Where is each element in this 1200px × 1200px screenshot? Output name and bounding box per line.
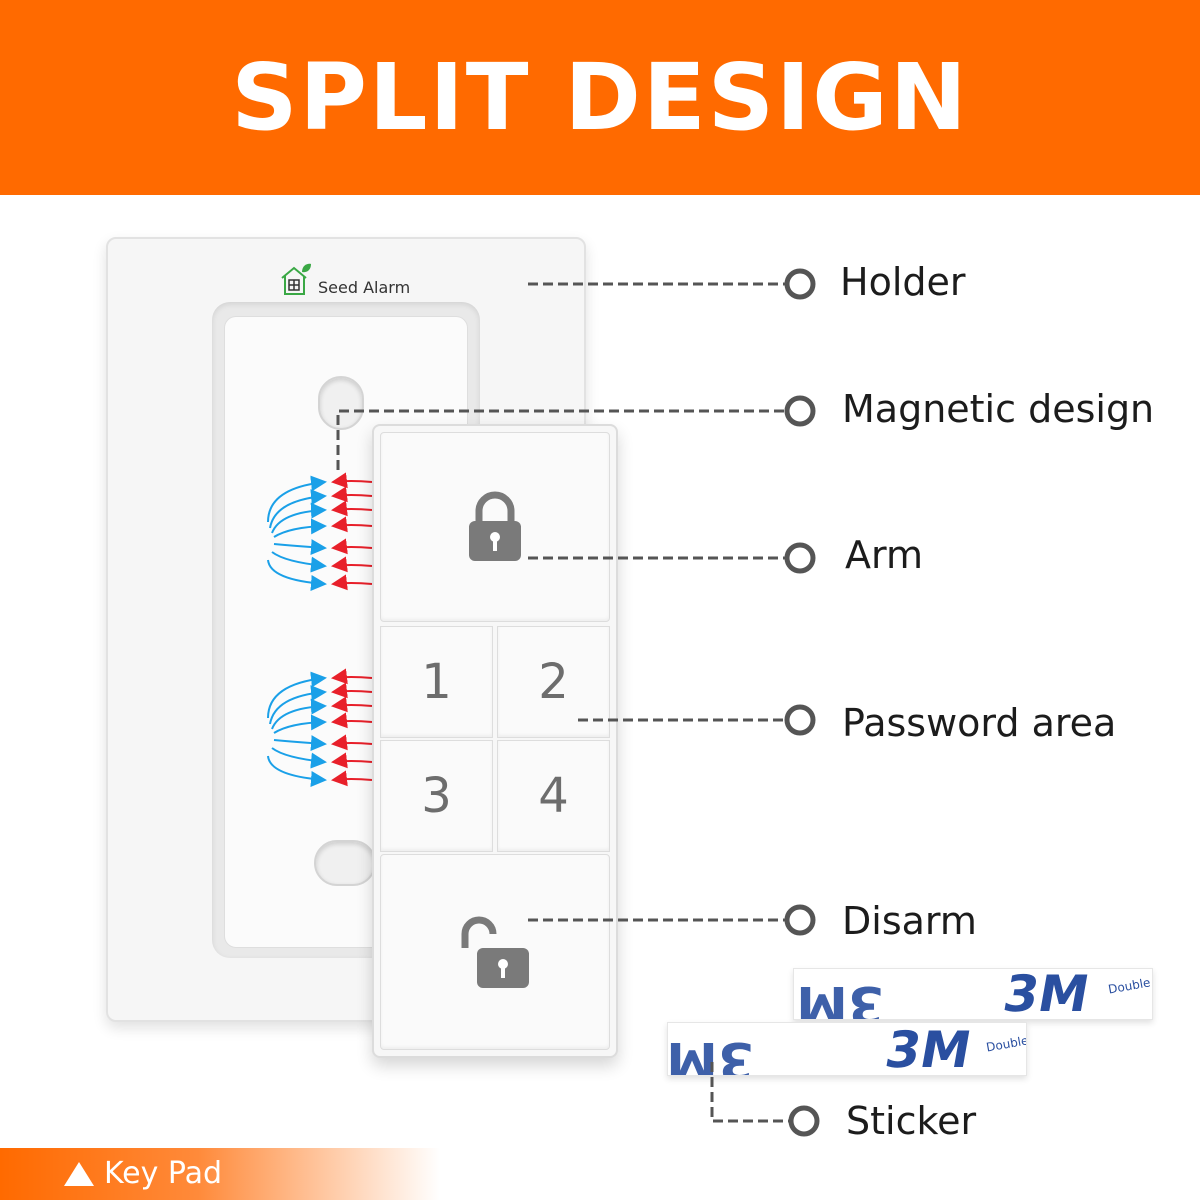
key-4-label: 4 xyxy=(538,768,569,824)
keypad-tag: Key Pad xyxy=(0,1148,440,1200)
disarm-label: Disarm xyxy=(842,899,977,943)
sticker-brand-front: 3M xyxy=(880,1022,976,1076)
sticker-strip-front: 3M 3M Double xyxy=(667,1022,1027,1076)
sticker-brand-back: 3M xyxy=(998,968,1094,1020)
key-3-button[interactable]: 3 xyxy=(380,740,493,852)
triangle-up-icon xyxy=(64,1162,94,1186)
brand-logo: Seed Alarm xyxy=(280,262,410,298)
page-title: SPLIT DESIGN xyxy=(231,43,969,151)
key-3-label: 3 xyxy=(421,768,452,824)
svg-text:3M: 3M xyxy=(796,974,884,1020)
key-1-label: 1 xyxy=(421,654,452,710)
key-1-button[interactable]: 1 xyxy=(380,626,493,738)
key-2-label: 2 xyxy=(538,654,569,710)
keypad-tag-label: Key Pad xyxy=(104,1156,223,1191)
svg-text:3M: 3M xyxy=(668,1030,754,1076)
lock-open-icon xyxy=(461,916,529,988)
password-area-label: Password area xyxy=(842,701,1117,745)
magnet-slot-bottom xyxy=(314,840,376,886)
magnet-slot-top xyxy=(318,376,364,430)
disarm-button[interactable] xyxy=(380,854,610,1050)
title-banner: SPLIT DESIGN xyxy=(0,0,1200,195)
sticker-print-back: 3M xyxy=(796,974,884,1020)
brand-name: Seed Alarm xyxy=(318,278,411,297)
lock-closed-icon xyxy=(469,491,521,561)
arm-button[interactable] xyxy=(380,432,610,622)
key-4-button[interactable]: 4 xyxy=(497,740,610,852)
sticker-label: Sticker xyxy=(846,1099,977,1143)
key-2-button[interactable]: 2 xyxy=(497,626,610,738)
sticker-strip-back: 3M 3M Double xyxy=(793,968,1153,1020)
house-logo-icon xyxy=(281,263,311,295)
holder-label: Holder xyxy=(840,260,966,304)
magnetic-design-label: Magnetic design xyxy=(842,387,1155,431)
arm-label: Arm xyxy=(845,533,923,577)
